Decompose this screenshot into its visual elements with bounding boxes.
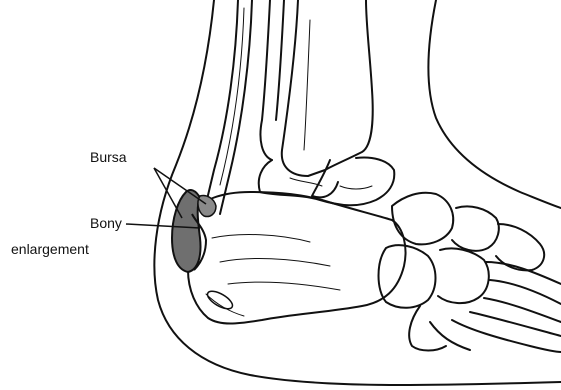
bursa-sac [172, 190, 201, 272]
bony-enlargement-label-line1: Bony [90, 214, 122, 232]
tibia [282, 0, 373, 176]
ankle-front-outline [428, 0, 561, 208]
bony-enlargement-label-line2: enlargement [11, 240, 89, 258]
fibula [260, 0, 272, 160]
cuboid [379, 245, 436, 308]
talus [259, 158, 395, 206]
navicular [392, 193, 453, 245]
bursa-leader-lower [154, 168, 182, 218]
bursa-label: Bursa [90, 148, 127, 166]
skin-outline [154, 0, 561, 385]
